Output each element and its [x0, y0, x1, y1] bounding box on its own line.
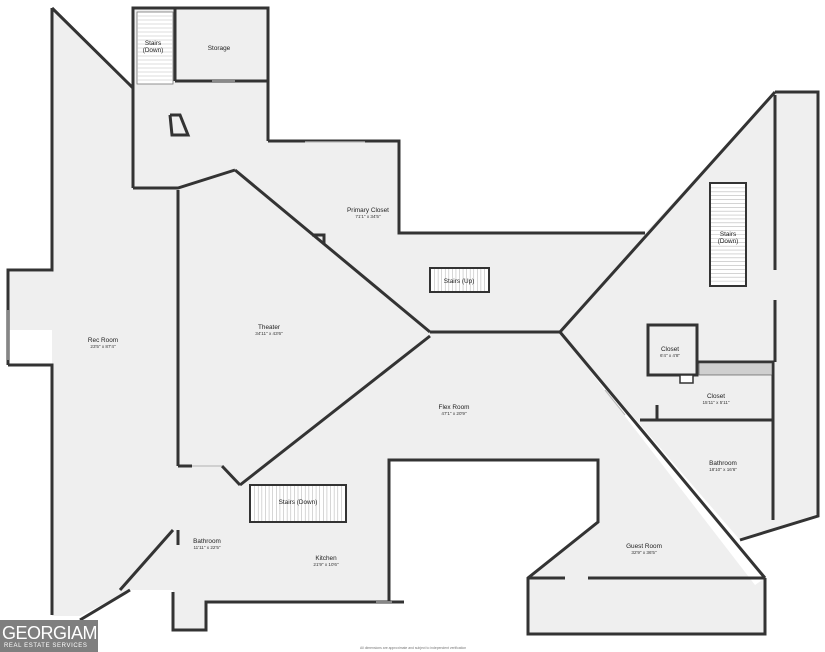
wall-closet-small — [646, 323, 699, 377]
wall-kitchen-bottom — [171, 592, 404, 632]
walls — [6, 6, 820, 636]
georgiamls-logo: GEORGIAMLS REAL ESTATE SERVICES — [0, 620, 119, 652]
label-bathroom-left: Bathroom — [193, 538, 221, 545]
dims-flex-room: 47'1" x 20'9" — [441, 411, 467, 416]
label-closet-long: Closet — [707, 393, 725, 400]
dims-guest-room: 32'9" x 36'5" — [631, 550, 657, 555]
label-stairs-down-mid: Stairs (Down) — [279, 499, 318, 506]
label-stairs-down-top: Stairs(Down) — [143, 40, 164, 54]
door-gap-4 — [604, 389, 626, 416]
label-flex-room: Flex Room — [439, 404, 470, 411]
hatched-strip — [698, 362, 773, 376]
stairs-right — [709, 182, 747, 287]
dims-bathroom-right: 18'10" x 16'6" — [709, 467, 737, 472]
wall-lower-left-block — [133, 168, 236, 190]
label-theater: Theater — [258, 324, 281, 331]
stairs-top-left — [136, 11, 174, 85]
floor-left-wing — [8, 8, 765, 634]
label-closet-small: Closet — [661, 346, 679, 353]
dims-kitchen: 21'9" x 10'6" — [313, 562, 339, 567]
dims-primary-closet: 71'1" x 34'5" — [355, 214, 381, 219]
label-rec-room: Rec Room — [88, 337, 118, 344]
label-primary-closet: Primary Closet — [347, 207, 389, 214]
floor-areas — [8, 8, 818, 634]
label-kitchen: Kitchen — [315, 555, 337, 562]
logo-main-text: GEORGIAMLS — [2, 623, 119, 643]
dims-rec-room: 23'5" x 87'4" — [90, 344, 116, 349]
wall-storage — [131, 6, 270, 188]
label-bathroom-right: Bathroom — [709, 460, 737, 467]
wall-top-diag — [50, 6, 135, 90]
wall-flex-notch — [387, 458, 767, 636]
small-box — [679, 374, 694, 384]
logo-sub-text: REAL ESTATE SERVICES — [4, 643, 88, 649]
wall-right-diag — [558, 90, 777, 334]
label-stairs-up: Stairs (Up) — [444, 278, 475, 285]
wall-theater-lower — [239, 334, 431, 487]
wall-nub-2 — [312, 233, 326, 244]
label-guest-room: Guest Room — [626, 543, 662, 550]
wall-flex-diag — [558, 331, 767, 579]
wall-nub-1 — [168, 113, 191, 137]
disclaimer-text: All dimensions are approximate and subje… — [360, 646, 467, 650]
label-storage: Storage — [208, 45, 231, 52]
dims-bathroom-left: 11'11" x 22'5" — [193, 545, 220, 550]
stairs-up-center — [429, 267, 490, 293]
wall-theater-corner — [220, 464, 242, 487]
wall-rec-left-b — [8, 363, 54, 615]
wall-bath-diag — [118, 529, 175, 591]
door-gaps — [7, 80, 626, 603]
dims-theater: 34'11" x 43'6" — [255, 331, 283, 336]
dims-closet-long: 15'11" x 5'11" — [702, 400, 729, 405]
wall-right-col — [739, 90, 820, 542]
dims-closet-small: 6'4" x 4'8" — [660, 353, 680, 358]
wall-theater-diag — [234, 168, 431, 334]
wall-primary — [268, 139, 645, 235]
room-labels: Stairs(Down) Storage Primary Closet 71'1… — [88, 40, 738, 567]
stairs-down-mid — [249, 484, 347, 523]
wall-bottom-diag — [79, 588, 131, 622]
label-stairs-down-right: Stairs(Down) — [718, 231, 739, 245]
floor-right-wing — [560, 92, 818, 540]
